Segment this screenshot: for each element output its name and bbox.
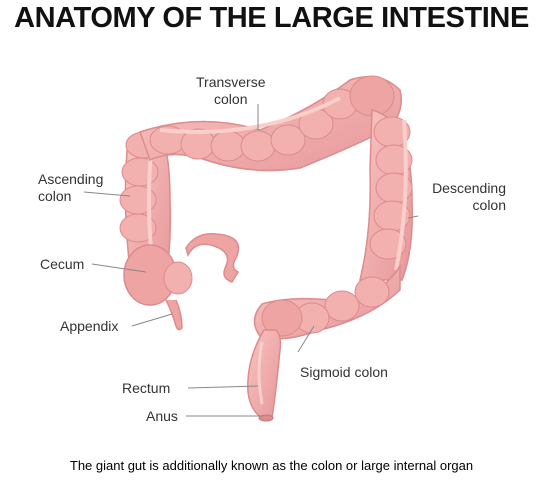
descending-colon xyxy=(359,109,414,281)
label-sigmoid-colon: Sigmoid colon xyxy=(300,364,388,380)
cecum xyxy=(123,244,193,306)
diagram-title: ANATOMY OF THE LARGE INTESTINE xyxy=(14,2,529,34)
label-transverse-line2: colon xyxy=(214,91,248,107)
sigmoid-colon xyxy=(253,263,401,340)
label-appendix: Appendix xyxy=(60,318,119,334)
label-ascending-line1: Ascending xyxy=(38,171,104,187)
rectum xyxy=(247,329,282,419)
label-transverse-colon: Transverse colon xyxy=(196,74,266,108)
anus xyxy=(258,414,274,422)
label-descending-colon: Descending colon xyxy=(422,180,506,214)
label-descending-line1: Descending xyxy=(432,180,506,196)
label-transverse-line1: Transverse xyxy=(196,74,266,90)
label-anus: Anus xyxy=(146,408,178,424)
label-rectum: Rectum xyxy=(122,380,171,396)
label-ascending-colon: Ascending colon xyxy=(38,171,103,205)
ileum-stub xyxy=(185,233,240,283)
appendix xyxy=(165,299,183,331)
figure-caption: The giant gut is additionally known as t… xyxy=(69,458,474,473)
label-cecum: Cecum xyxy=(40,256,85,272)
label-ascending-line2: colon xyxy=(38,188,72,204)
label-descending-line2: colon xyxy=(472,197,506,213)
transverse-colon xyxy=(139,75,402,172)
leader-lines xyxy=(83,104,419,417)
